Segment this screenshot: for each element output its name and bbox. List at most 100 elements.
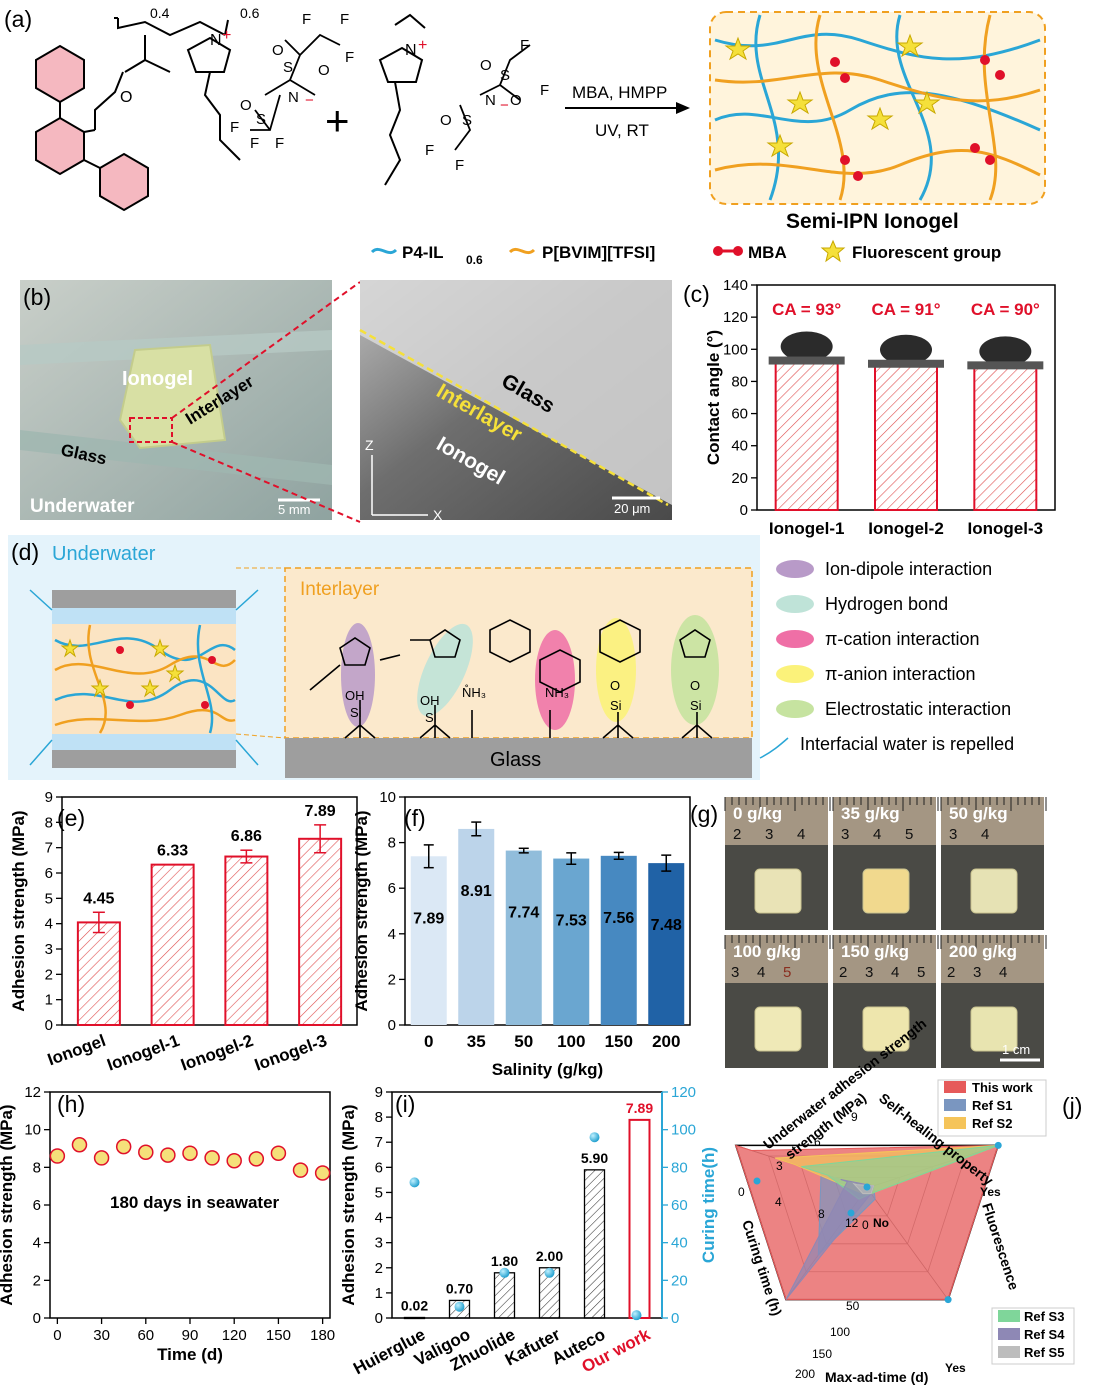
- g-ruler-number: 2: [733, 826, 741, 843]
- i-plot-frame: [391, 1091, 663, 1319]
- c-category-label: Ionogel-3: [968, 519, 1044, 538]
- e-ytick-label: 9: [45, 789, 53, 806]
- svg-text:O: O: [510, 92, 522, 109]
- i-curing-point: [454, 1301, 465, 1312]
- photo-label-ionogel: Ionogel: [122, 368, 193, 390]
- j-legend-swatch: [944, 1099, 966, 1111]
- i-ytick-label: 9: [375, 1084, 383, 1101]
- panel-d: (d) Underwater Interl: [8, 535, 1014, 780]
- c-droplet-base: [967, 361, 1044, 370]
- tfsi-anion-1: [250, 33, 341, 131]
- g-ionogel-sample: [754, 1006, 802, 1052]
- i-ytick-label: 5: [375, 1184, 383, 1201]
- svg-text:Si: Si: [690, 698, 702, 713]
- fluorescent-stars: [724, 33, 941, 158]
- e-ytick-label: 3: [45, 941, 53, 958]
- c-category-label: Ionogel-1: [769, 519, 845, 538]
- g-ionogel-sample: [970, 868, 1018, 914]
- e-bar: [150, 863, 195, 1027]
- g-ruler-number: 4: [999, 964, 1007, 981]
- h-point: [115, 1138, 132, 1155]
- charge-plus: +: [222, 27, 231, 44]
- f-data-label: 7.48: [651, 917, 682, 934]
- svg-text:F: F: [455, 157, 464, 174]
- panel-j-chart: (j) Underwater adhesion strengthstrength…: [734, 1015, 1082, 1385]
- j-tick-label: 0: [862, 1218, 869, 1232]
- panel-e-label: (e): [57, 805, 85, 831]
- e-plot-frame: [61, 796, 358, 1026]
- e-data-label: 4.45: [83, 890, 114, 907]
- svg-text:F: F: [230, 119, 239, 136]
- panel-a-legend: P4-IL 0.6 P[BVIM][TFSI] MBA Fluorescent …: [370, 239, 1001, 267]
- f-ytick-label: 0: [388, 1017, 396, 1034]
- i-curing-point: [499, 1267, 510, 1278]
- i-y2tick-label: 60: [671, 1197, 688, 1214]
- c-ytick-label: 140: [723, 277, 748, 294]
- network-schematic: [714, 14, 1041, 201]
- svg-text:F: F: [425, 142, 434, 159]
- f-category-label: 100: [557, 1032, 585, 1051]
- h-ytick-label: 2: [33, 1272, 41, 1289]
- svg-text:Z: Z: [365, 437, 374, 453]
- c-ylabel: Contact angle (°): [704, 330, 723, 465]
- f-bar: [648, 863, 685, 1025]
- g-ionogel-sample: [862, 1006, 910, 1052]
- h-ytick-label: 6: [33, 1197, 41, 1214]
- j-legend-label: This work: [972, 1080, 1033, 1095]
- interlayer-line: [359, 328, 669, 507]
- f-ytick-label: 6: [388, 880, 396, 897]
- legend-pbvim: P[BVIM][TFSI]: [542, 243, 655, 262]
- i-data-label: 7.89: [626, 1100, 653, 1116]
- panel-d-legend: Ion-dipole interaction Hydrogen bond π-c…: [759, 559, 1014, 759]
- legend-pi-anion: π-anion interaction: [825, 664, 976, 684]
- j-legend-swatch: [998, 1328, 1020, 1340]
- g-ruler-number: 5: [783, 964, 791, 981]
- water-repelled-note: Interfacial water is repelled: [800, 734, 1014, 754]
- svg-text:Si: Si: [350, 705, 362, 720]
- zoom-box: [129, 417, 173, 443]
- svg-text:O: O: [440, 112, 452, 129]
- h-xtick-label: 90: [182, 1327, 199, 1344]
- legend-electrostatic: Electrostatic interaction: [825, 699, 1011, 719]
- svg-text:F: F: [302, 11, 311, 28]
- h-point: [226, 1152, 242, 1169]
- f-category-label: 35: [467, 1032, 486, 1051]
- panel-d-label: (d): [11, 539, 39, 565]
- i-curing-point: [409, 1177, 420, 1188]
- reagents-text: MBA, HMPP: [572, 83, 667, 102]
- j-legend-swatch: [998, 1346, 1020, 1358]
- pi-anion-ellipse: [596, 618, 636, 722]
- h-point: [138, 1144, 154, 1161]
- g-ruler-number: 3: [731, 964, 739, 981]
- i-bar: [538, 1267, 561, 1319]
- c-ca-annotation: CA = 90°: [971, 300, 1040, 319]
- f-category-label: 200: [652, 1032, 680, 1051]
- svg-text:Si: Si: [425, 710, 437, 725]
- f-ytick-label: 10: [379, 789, 396, 806]
- j-tick-label: 6: [814, 1135, 821, 1149]
- f-ylabel: Adhesion strength (MPa): [352, 810, 371, 1011]
- h-xtick-label: 60: [137, 1327, 154, 1344]
- c-droplet-photo: [979, 336, 1032, 367]
- svg-text:N: N: [405, 42, 417, 59]
- i-bar: [628, 1118, 651, 1319]
- j-marker: [753, 1177, 761, 1185]
- j-tick-label: 100: [830, 1325, 850, 1339]
- f-bar: [600, 855, 637, 1025]
- subscript-0.4: 0.4: [150, 5, 170, 21]
- i-y2tick-label: 40: [671, 1235, 688, 1252]
- g-ruler-number: 5: [905, 826, 913, 843]
- e-ytick-label: 4: [45, 916, 53, 933]
- g-ruler-number: 2: [839, 964, 847, 981]
- e-ytick-label: 6: [45, 865, 53, 882]
- h-point: [93, 1150, 110, 1166]
- monomer-structure-1: [35, 17, 241, 212]
- f-ytick-label: 8: [388, 835, 396, 852]
- j-tick-label: 3: [776, 1159, 783, 1173]
- f-xlabel: Salinity (g/kg): [492, 1060, 603, 1079]
